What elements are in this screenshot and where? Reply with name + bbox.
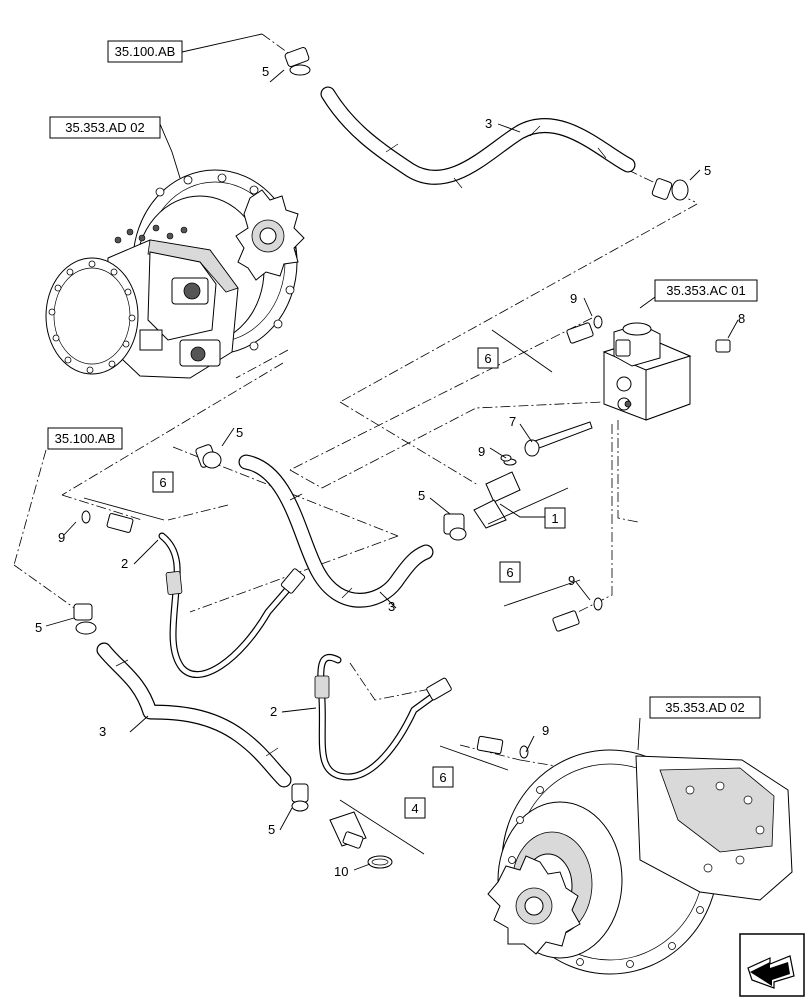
callout-10: 10 [334, 864, 348, 879]
svg-text:1: 1 [551, 511, 558, 526]
final-drive-motor-bottom [487, 749, 793, 975]
callout-5: 5 [418, 488, 425, 503]
svg-text:6: 6 [439, 770, 446, 785]
valve-block [602, 322, 692, 421]
next-page-arrow-icon[interactable] [739, 933, 805, 997]
callout-9: 9 [570, 291, 577, 306]
kit-box-6-left[interactable]: 6 [152, 471, 174, 493]
kit-box-1[interactable]: 1 [544, 507, 566, 529]
svg-text:4: 4 [411, 801, 418, 816]
callout-3: 3 [99, 724, 106, 739]
hose-2-lower [314, 654, 452, 781]
callout-2: 2 [270, 704, 277, 719]
fittings [73, 47, 731, 869]
callout-8: 8 [738, 311, 745, 326]
callout-9: 9 [542, 723, 549, 738]
kit-box-6-lower[interactable]: 6 [432, 766, 454, 788]
svg-text:35.353.AD 02: 35.353.AD 02 [665, 700, 745, 715]
svg-text:35.100.AB: 35.100.AB [55, 431, 116, 446]
kit-box-4[interactable]: 4 [404, 797, 426, 819]
callout-3: 3 [388, 599, 395, 614]
hose-2-left [158, 532, 306, 678]
svg-text:6: 6 [506, 565, 513, 580]
callout-9: 9 [58, 530, 65, 545]
callout-7: 7 [509, 414, 516, 429]
hose-3-left [96, 642, 292, 788]
ref-box-hose-top[interactable]: 35.100.AB [107, 40, 183, 63]
hose-3-mid [238, 454, 434, 608]
callout-5: 5 [268, 822, 275, 837]
phantom-lines [13, 33, 698, 771]
svg-text:35.353.AD 02: 35.353.AD 02 [65, 120, 145, 135]
ref-box-motor-bottom[interactable]: 35.353.AD 02 [649, 696, 761, 719]
kit-box-6-upper[interactable]: 6 [477, 347, 499, 369]
sprocket [235, 189, 305, 281]
callout-9: 9 [568, 573, 575, 588]
callout-5: 5 [262, 64, 269, 79]
svg-text:35.100.AB: 35.100.AB [115, 44, 176, 59]
ref-box-hose-left[interactable]: 35.100.AB [47, 427, 123, 450]
callout-2: 2 [121, 556, 128, 571]
final-drive-motor-top [45, 169, 305, 379]
callout-5: 5 [236, 425, 243, 440]
callout-numbers: 5 3 5 9 8 7 9 5 5 9 2 3 9 5 2 9 3 5 10 [35, 64, 745, 879]
sprocket-bottom [487, 855, 581, 955]
svg-text:35.353.AC 01: 35.353.AC 01 [666, 283, 746, 298]
ref-box-valve[interactable]: 35.353.AC 01 [654, 279, 758, 302]
callout-5: 5 [35, 620, 42, 635]
hose-3-top [320, 86, 636, 189]
svg-text:6: 6 [159, 475, 166, 490]
ref-box-motor-top[interactable]: 35.353.AD 02 [49, 116, 161, 139]
kit-box-6-right[interactable]: 6 [499, 561, 521, 583]
callout-3: 3 [485, 116, 492, 131]
callout-9: 9 [478, 444, 485, 459]
svg-text:6: 6 [484, 351, 491, 366]
callout-5: 5 [704, 163, 711, 178]
